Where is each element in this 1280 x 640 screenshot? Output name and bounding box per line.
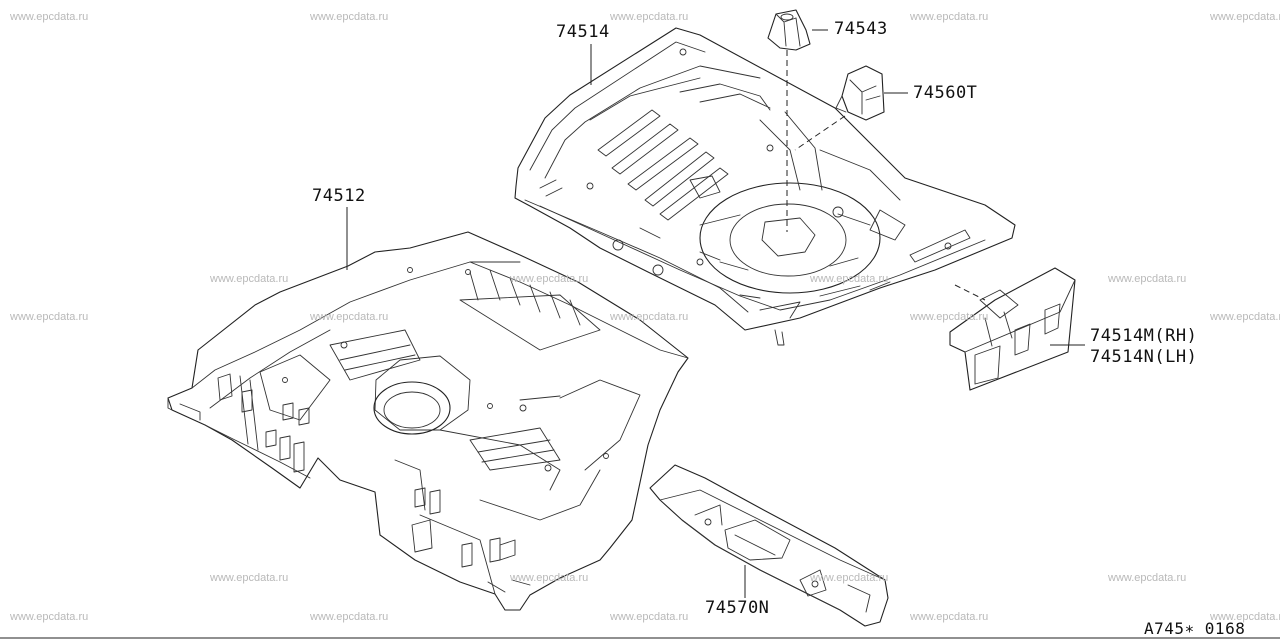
rear-floor-panel bbox=[514, 27, 1016, 346]
watermark: www.epcdata.ru bbox=[310, 11, 389, 23]
watermark: www.epcdata.ru bbox=[910, 311, 989, 323]
watermark: www.epcdata.ru bbox=[210, 572, 289, 584]
part-label-74570N[interactable]: 74570N bbox=[705, 598, 770, 618]
watermark: www.epcdata.ru bbox=[610, 611, 689, 623]
watermark: www.epcdata.ru bbox=[210, 273, 289, 285]
side-member-dashed-line bbox=[954, 284, 986, 301]
watermark: www.epcdata.ru bbox=[810, 273, 889, 285]
watermark: www.epcdata.ru bbox=[910, 11, 989, 23]
watermark: www.epcdata.ru bbox=[610, 11, 689, 23]
part-label-74514[interactable]: 74514 bbox=[556, 22, 610, 42]
cross-member-part bbox=[649, 464, 889, 627]
watermark: www.epcdata.ru bbox=[10, 311, 89, 323]
watermark: www.epcdata.ru bbox=[610, 311, 689, 323]
watermark: www.epcdata.ru bbox=[310, 311, 389, 323]
watermark: www.epcdata.ru bbox=[310, 611, 389, 623]
part-label-74560T[interactable]: 74560T bbox=[913, 83, 978, 103]
bracket-dashed-line bbox=[794, 115, 846, 151]
clip-part bbox=[767, 9, 811, 51]
diagram-code: A745∗ 0168 bbox=[1144, 619, 1246, 638]
watermark: www.epcdata.ru bbox=[1210, 11, 1280, 23]
watermark: www.epcdata.ru bbox=[810, 572, 889, 584]
watermark: www.epcdata.ru bbox=[510, 273, 589, 285]
side-member-part bbox=[949, 267, 1076, 391]
part-label-74543[interactable]: 74543 bbox=[834, 19, 888, 39]
watermark: www.epcdata.ru bbox=[10, 11, 89, 23]
watermark: www.epcdata.ru bbox=[1108, 572, 1187, 584]
part-label-74514M[interactable]: 74514M(RH) bbox=[1090, 326, 1198, 346]
front-floor-panel bbox=[167, 231, 689, 611]
watermark: www.epcdata.ru bbox=[1108, 273, 1187, 285]
watermark: www.epcdata.ru bbox=[1210, 311, 1280, 323]
watermark: www.epcdata.ru bbox=[1210, 611, 1280, 623]
watermark: www.epcdata.ru bbox=[10, 611, 89, 623]
part-label-74512[interactable]: 74512 bbox=[312, 186, 366, 206]
watermark: www.epcdata.ru bbox=[510, 572, 589, 584]
watermark: www.epcdata.ru bbox=[910, 611, 989, 623]
bracket-part bbox=[835, 65, 885, 121]
part-label-74514N[interactable]: 74514N(LH) bbox=[1090, 347, 1198, 367]
